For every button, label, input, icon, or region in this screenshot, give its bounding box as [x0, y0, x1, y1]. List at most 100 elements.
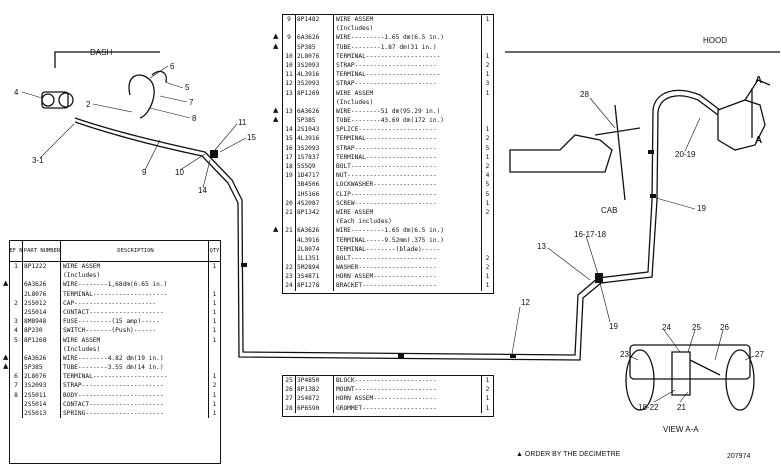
ref-cell: 21 — [283, 207, 296, 218]
desc-cell: HORN ASSEM----------------- — [334, 272, 482, 282]
ref-cell: 6 — [10, 372, 23, 382]
part-cell: 6A3626 — [296, 106, 334, 117]
desc-cell: WIRE--------4.82 dm(19 in.) — [61, 353, 209, 364]
part-cell: 2S5014 — [23, 307, 61, 318]
qty-cell — [209, 354, 220, 363]
callout-21: 21 — [677, 403, 686, 412]
part-cell: 3S2093 — [296, 143, 334, 153]
qty-cell: 3 — [485, 80, 490, 88]
desc-cell: WIRE ASSEM — [61, 335, 209, 345]
desc-cell: BODY----------------------- — [61, 390, 209, 400]
part-cell: 3S4872 — [296, 394, 334, 404]
qty-cell — [482, 245, 493, 254]
ref-cell: 23 — [283, 272, 296, 282]
ref-cell: 14 — [283, 125, 296, 135]
qty-cell: 2 — [485, 254, 490, 262]
ref-cell: 13 — [283, 106, 296, 117]
part-cell: 2L8076 — [23, 372, 61, 382]
callout-10: 10 — [175, 168, 184, 177]
desc-cell: WIRE ASSEM — [334, 88, 482, 98]
callout-26: 26 — [720, 323, 729, 332]
callout-2: 2 — [86, 100, 91, 109]
callout-19-hood: 19 — [697, 204, 706, 213]
desc-cell: TERMINAL-------------------- — [334, 51, 482, 61]
ref-cell: 10 — [283, 60, 296, 71]
part-cell: 2S5014 — [23, 399, 61, 409]
qty-cell — [209, 363, 220, 372]
ref-cell: 12 — [283, 79, 296, 89]
qty-cell: 1 — [212, 318, 217, 326]
desc-cell: CAP---------------------- — [61, 298, 209, 308]
qty-cell: 1 — [212, 263, 217, 270]
desc-cell: WIRE ASSEM — [334, 207, 482, 218]
harness-tube-outer — [74, 89, 721, 356]
callout-5: 5 — [185, 83, 190, 92]
ref-cell — [283, 244, 296, 254]
table-header: REF NO PART NUMBER DESCRIPTION QTY — [10, 241, 220, 262]
ref-cell: 25 — [283, 376, 296, 386]
desc-cell: (Includes) — [61, 344, 209, 354]
part-cell: 8P1222 — [23, 262, 61, 272]
table-row: (Includes) — [10, 344, 220, 354]
ref-cell — [10, 271, 23, 281]
qty-cell — [482, 33, 493, 42]
qty-cell — [482, 43, 493, 52]
qty-cell — [482, 226, 493, 235]
ref-cell: 10 — [283, 51, 296, 61]
desc-cell: STRAP---------------------- — [334, 60, 482, 71]
desc-cell: WIRE---------1.65 dm(6.5 in.) — [334, 226, 482, 236]
part-cell: 6A3626 — [296, 33, 334, 43]
callout-4: 4 — [14, 88, 19, 97]
callout-24: 24 — [662, 323, 671, 332]
part-cell: 2S5011 — [23, 390, 61, 400]
qty-cell: 1 — [485, 377, 490, 384]
qty-cell: 2 — [485, 264, 490, 272]
callout-15: 15 — [247, 133, 256, 142]
part-cell: 2L8074 — [296, 244, 334, 254]
ref-cell: 28 — [283, 403, 296, 413]
qty-cell: 2 — [485, 208, 490, 216]
decimetre-marker: ▲ — [273, 225, 279, 233]
desc-cell: CLIP----------------------- — [334, 189, 482, 199]
ref-cell: 5 — [10, 335, 23, 345]
qty-cell: 1 — [485, 126, 490, 134]
qty-cell — [482, 236, 493, 245]
ref-cell — [10, 409, 23, 419]
qty-cell — [482, 98, 493, 107]
parts-table-left: REF NO PART NUMBER DESCRIPTION QTY 18P12… — [9, 240, 221, 464]
horn-right — [717, 99, 766, 151]
qty-cell: 1 — [212, 308, 217, 316]
qty-header: QTY — [209, 248, 220, 254]
part-cell: 8P1382 — [296, 385, 334, 395]
ref-cell — [10, 280, 23, 290]
qty-cell: 1 — [485, 52, 490, 60]
desc-cell: FUSE---------(15 amp)----- — [61, 317, 209, 327]
desc-cell: WIRE ASSEM — [334, 15, 482, 25]
qty-cell: 1 — [485, 153, 490, 161]
ref-cell: 27 — [283, 394, 296, 404]
table-row: (Each includes) — [283, 217, 493, 227]
part-cell: 5P385 — [296, 116, 334, 126]
ref-cell: 3 — [10, 317, 23, 327]
fuse-loop — [128, 74, 155, 119]
ref-cell — [283, 42, 296, 52]
ref-cell: 17 — [283, 152, 296, 162]
ref-cell: 1 — [10, 262, 23, 272]
qty-cell — [209, 271, 220, 280]
part-cell: 8P1342 — [296, 207, 334, 218]
decimetre-marker: ▲ — [3, 279, 9, 287]
